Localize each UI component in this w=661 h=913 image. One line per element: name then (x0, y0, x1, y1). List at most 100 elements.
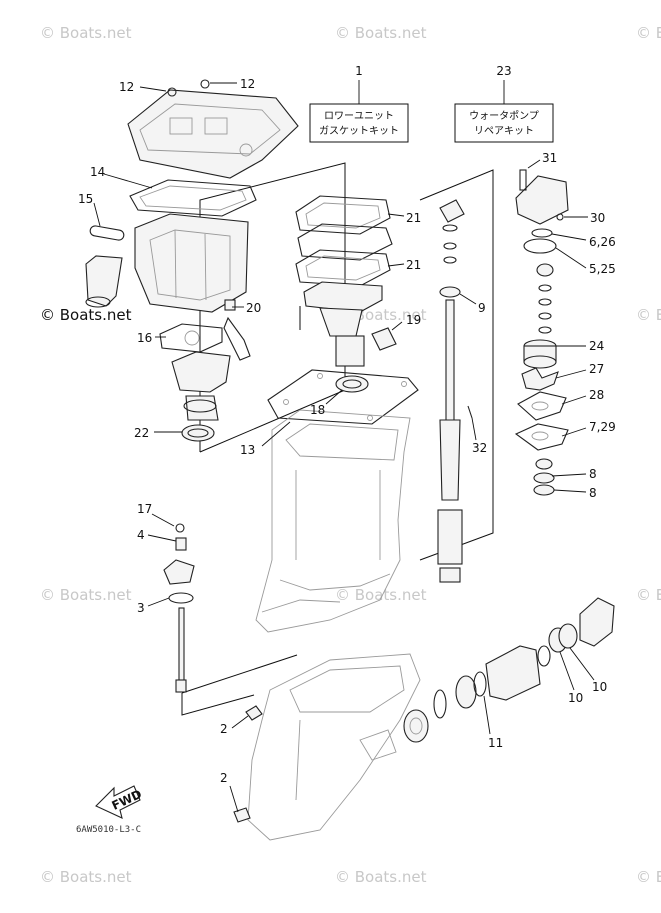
gasket-21-lower (295, 249, 391, 287)
callout-28: 28 (589, 388, 604, 402)
diagram-code: 6AW5010-L3-C (76, 825, 141, 835)
callout-11: 11 (488, 736, 503, 750)
kit-gasket-line1: ロワーユニット (324, 111, 394, 122)
watermark-top-right: © Boats.net (636, 24, 661, 42)
upper-casing-assembly (127, 79, 299, 179)
watermarks: © Boats.net © Boats.net © Boats.net © Bo… (40, 24, 661, 886)
callout-31: 31 (542, 151, 557, 165)
plug-20 (223, 299, 251, 361)
o-ring-5-25 (523, 238, 557, 254)
callout-22: 22 (134, 426, 149, 440)
watermark-lower-center: © Boats.net (335, 586, 427, 604)
callout-2a: 2 (220, 722, 228, 736)
callout-15: 15 (78, 192, 93, 206)
callout-21b: 21 (406, 258, 421, 272)
gasket-7-29 (514, 423, 569, 451)
lower-casing (233, 653, 421, 841)
propeller-shaft-group (403, 597, 615, 743)
callout-8a: 8 (589, 467, 597, 481)
callout-30: 30 (590, 211, 605, 225)
callout-7-29: 7,29 (589, 420, 616, 434)
callout-32: 32 (472, 441, 487, 455)
o-ring-12a (167, 87, 177, 97)
callout-9: 9 (478, 301, 486, 315)
kit-box-gasket: ロワーユニット ガスケットキット 1 (309, 64, 409, 143)
seal-22 (181, 424, 215, 442)
callout-27: 27 (589, 362, 604, 376)
seal-18 (335, 375, 369, 393)
callout-12b: 12 (240, 77, 255, 91)
callout-3: 3 (137, 601, 145, 615)
plate-28 (517, 391, 567, 421)
gasket-21-upper (295, 195, 391, 235)
callout-8b: 8 (589, 486, 597, 500)
callout-16: 16 (137, 331, 152, 345)
impeller-housing-24 (523, 339, 557, 369)
o-ring-3 (168, 592, 194, 604)
bracket-19 (371, 327, 397, 351)
kit-pump-line2: リペアキット (474, 126, 534, 137)
watermark-lower-right: © Boats.net (636, 586, 661, 604)
callout-2b: 2 (220, 771, 228, 785)
pump-spacers (536, 263, 554, 334)
water-pump-housing (515, 169, 569, 225)
callout-24: 24 (589, 339, 604, 353)
watermark-bottom-right: © Boats.net (636, 868, 661, 886)
callout-numbers: 12 12 14 15 16 20 22 21 21 19 18 13 9 32… (78, 77, 616, 785)
callout-1: 1 (355, 64, 363, 78)
callout-6-26: 6,26 (589, 235, 616, 249)
group-frame-lower (181, 693, 255, 716)
callout-10a: 10 (568, 691, 583, 705)
callout-5-25: 5,25 (589, 262, 616, 276)
watermark-top-left: © Boats.net (40, 24, 132, 42)
callout-10b: 10 (592, 680, 607, 694)
leader-lines (93, 82, 595, 813)
kit-pump-line1: ウォータポンプ (469, 110, 539, 122)
drive-shaft (437, 199, 473, 583)
exhaust-casing (134, 213, 249, 313)
ring-nut (579, 597, 615, 647)
upper-casing-main (255, 409, 411, 633)
callout-18: 18 (310, 403, 325, 417)
oil-pan-assembly (299, 281, 383, 367)
callout-14: 14 (90, 165, 105, 179)
o-ring-11 (473, 671, 487, 697)
gasket-14 (129, 179, 257, 217)
fwd-arrow: FWD (95, 785, 144, 819)
shift-rod-assembly (163, 523, 195, 693)
o-ring-17 (175, 523, 185, 533)
gasket-15 (89, 225, 125, 241)
group-frame-lower-top (181, 654, 298, 694)
fwd-label: FWD (110, 787, 144, 813)
gear-forward (403, 709, 429, 743)
kit-gasket-line2: ガスケットキット (319, 125, 399, 137)
oil-seals-8 (533, 458, 555, 496)
gasket-21-middle (297, 223, 393, 261)
gasket-13 (267, 369, 419, 425)
watermark-mid-right: © Boats.net (636, 306, 661, 324)
kit-box-water-pump: ウォータポンプ リペアキット 23 (454, 64, 554, 143)
watermark-top-center: © Boats.net (335, 24, 427, 42)
callout-12a: 12 (119, 80, 134, 94)
callout-17: 17 (137, 502, 152, 516)
o-ring-6-26 (531, 228, 553, 238)
callout-20: 20 (246, 301, 261, 315)
callout-19: 19 (406, 313, 421, 327)
callout-21a: 21 (406, 211, 421, 225)
seal-10b (558, 623, 578, 649)
callout-4: 4 (137, 528, 145, 542)
watermark-bottom-left: © Boats.net (40, 868, 132, 886)
callout-23: 23 (496, 64, 511, 78)
watermark-mid-left: © Boats.net (40, 306, 132, 324)
bearing-housing (485, 645, 541, 701)
exhaust-pipe (85, 255, 123, 308)
exhaust-guide-lower (171, 351, 231, 421)
gasket-16 (159, 323, 223, 353)
watermark-bottom-center: © Boats.net (335, 868, 427, 886)
o-ring-12b (200, 79, 210, 89)
impeller-27 (521, 367, 559, 391)
watermark-lower-left: © Boats.net (40, 586, 132, 604)
callout-13: 13 (240, 443, 255, 457)
